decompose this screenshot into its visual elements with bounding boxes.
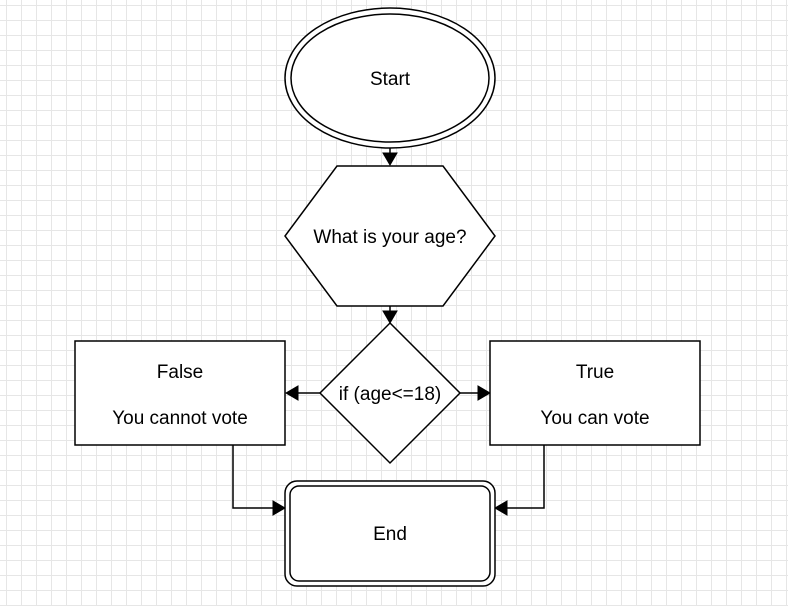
question-label: What is your age?	[313, 227, 466, 248]
end-label: End	[373, 524, 407, 545]
arrowhead-left	[285, 385, 299, 401]
arrowhead-right	[477, 385, 491, 401]
decision-label: if (age<=18)	[339, 384, 441, 405]
start-inner-ellipse	[290, 13, 490, 143]
end-inner-rect	[289, 485, 491, 582]
true-text: You can vote	[540, 408, 649, 429]
start-label: Start	[370, 69, 411, 90]
edge-line	[504, 445, 545, 509]
start-node[interactable]: Start	[284, 7, 496, 149]
true-rect	[489, 340, 701, 446]
end-node[interactable]: End	[284, 480, 496, 587]
decision-node[interactable]: if (age<=18)	[318, 321, 462, 465]
false-rect	[74, 340, 286, 446]
true-node[interactable]: True You can vote	[489, 340, 701, 446]
edge-start-to-question	[382, 148, 398, 166]
edge-false-to-end	[232, 445, 286, 516]
decision-diamond	[318, 321, 462, 465]
true-title: True	[576, 362, 614, 383]
question-node[interactable]: What is your age?	[284, 165, 496, 307]
arrowhead-down	[382, 310, 398, 324]
arrowhead-left	[494, 500, 508, 516]
edge-decision-to-true	[460, 385, 491, 401]
question-hexagon	[284, 165, 496, 307]
arrowhead-down	[382, 152, 398, 166]
false-title: False	[157, 362, 203, 383]
edge-decision-to-false	[285, 385, 320, 401]
edge-true-to-end	[494, 445, 545, 516]
edge-line	[232, 445, 276, 509]
false-node[interactable]: False You cannot vote	[74, 340, 286, 446]
arrowhead-right	[272, 500, 286, 516]
edge-question-to-decision	[382, 306, 398, 324]
false-text: You cannot vote	[112, 408, 248, 429]
